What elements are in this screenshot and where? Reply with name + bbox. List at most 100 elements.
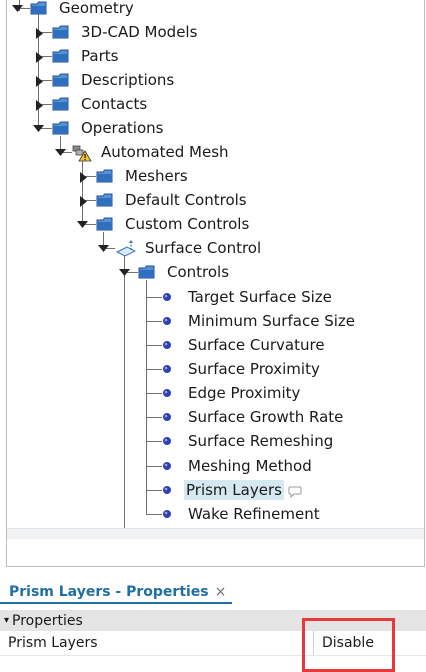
- tree-node-label: Descriptions: [81, 71, 175, 89]
- tab-underline: [0, 602, 232, 604]
- folder-icon: [96, 216, 114, 232]
- bullet-icon: [162, 482, 172, 498]
- tree-node-prism-layers[interactable]: Prism Layers: [162, 478, 302, 502]
- tree-node-surface-proximity[interactable]: Surface Proximity: [162, 357, 322, 381]
- tree-node-label: 3D-CAD Models: [81, 23, 198, 41]
- tree-node-surface-control[interactable]: Surface Control: [116, 236, 263, 260]
- tree-node-label: Surface Proximity: [188, 360, 320, 378]
- tree-node-operations[interactable]: Operations: [52, 116, 165, 140]
- tree-line: [38, 32, 52, 33]
- collapse-toggle-meshers[interactable]: [79, 172, 88, 183]
- tree-line: [146, 417, 162, 418]
- tree-node-wake-refinement[interactable]: Wake Refinement: [162, 502, 322, 526]
- bullet-icon: [162, 313, 172, 329]
- tree-line: [146, 466, 162, 467]
- tree-line: [60, 136, 61, 152]
- folder-icon: [52, 48, 70, 64]
- tree-node-surface-remeshing[interactable]: Surface Remeshing: [162, 429, 335, 453]
- expand-toggle-surface-control[interactable]: [98, 244, 109, 253]
- tree-line: [146, 321, 162, 322]
- tree-node-label: Operations: [81, 119, 164, 137]
- tree-node-default-controls[interactable]: Default Controls: [96, 188, 249, 212]
- expand-toggle-geometry[interactable]: [12, 4, 23, 13]
- expand-toggle-operations[interactable]: [33, 124, 44, 133]
- collapse-toggle-parts[interactable]: [35, 52, 44, 63]
- tree-node-geometry[interactable]: Geometry: [30, 0, 136, 20]
- folder-icon: [52, 72, 70, 88]
- tree-line: [103, 232, 104, 248]
- properties-section-label: Properties: [12, 612, 83, 629]
- collapse-toggle-contacts[interactable]: [35, 100, 44, 111]
- automated-mesh-warning-icon: [72, 144, 92, 162]
- tree-line: [82, 176, 96, 177]
- tree-border: [6, 0, 425, 567]
- bullet-icon: [162, 433, 172, 449]
- tree-line: [146, 393, 162, 394]
- expand-toggle-controls[interactable]: [119, 268, 130, 277]
- tree-node-label: Parts: [81, 47, 119, 65]
- tree-node-target-surface-size[interactable]: Target Surface Size: [162, 285, 334, 309]
- tree-node-label: Contacts: [81, 95, 148, 113]
- tree-node-surface-curvature[interactable]: Surface Curvature: [162, 333, 327, 357]
- properties-section-header[interactable]: ▾ Properties: [0, 610, 426, 631]
- bullet-icon: [162, 458, 172, 474]
- tree-line: [124, 272, 138, 273]
- tree-node-custom-controls[interactable]: Custom Controls: [96, 212, 251, 236]
- bullet-icon: [162, 337, 172, 353]
- tree-node-meshers[interactable]: Meshers: [96, 164, 190, 188]
- folder-icon: [96, 168, 114, 184]
- tree-line: [19, 8, 30, 9]
- tree-line: [38, 104, 52, 105]
- tree-node-label: Automated Mesh: [101, 143, 229, 161]
- folder-icon: [52, 24, 70, 40]
- tree-line: [124, 256, 125, 528]
- bullet-icon: [162, 361, 172, 377]
- surface-control-icon: [116, 240, 136, 257]
- tree-node-label-selected: Prism Layers: [184, 480, 284, 500]
- expand-toggle-automated-mesh[interactable]: [55, 148, 66, 157]
- tree-line: [38, 128, 52, 129]
- comment-icon[interactable]: [288, 484, 302, 499]
- properties-tab-title: Prism Layers - Properties: [9, 584, 209, 600]
- tree-node-label: Controls: [167, 263, 230, 281]
- tree-node-label: Wake Refinement: [188, 505, 320, 523]
- tree-node-meshing-method[interactable]: Meshing Method: [162, 454, 314, 478]
- expand-toggle-custom-controls[interactable]: [77, 220, 88, 229]
- bullet-icon: [162, 289, 172, 305]
- tree-line: [38, 80, 52, 81]
- tree-line: [146, 369, 162, 370]
- tree-line: [146, 297, 162, 298]
- property-row-prism-layers[interactable]: Prism Layers: [0, 631, 426, 656]
- property-value-dropdown[interactable]: Disable: [322, 635, 374, 651]
- collapse-toggle-3d-cad-models[interactable]: [35, 28, 44, 39]
- tree-node-surface-growth-rate[interactable]: Surface Growth Rate: [162, 405, 345, 429]
- tree-node-contacts[interactable]: Contacts: [52, 92, 149, 116]
- tree-node-label: Meshing Method: [188, 457, 312, 475]
- tree-node-label: Meshers: [125, 167, 188, 185]
- tree-node-automated-mesh[interactable]: Automated Mesh: [72, 140, 231, 164]
- collapse-toggle-descriptions[interactable]: [35, 76, 44, 87]
- tree-line: [82, 224, 96, 225]
- collapse-toggle-default-controls[interactable]: [79, 196, 88, 207]
- tree-node-label: Target Surface Size: [188, 288, 332, 306]
- folder-icon: [52, 96, 70, 112]
- tree-node-3d-cad-models[interactable]: 3D-CAD Models: [52, 20, 199, 44]
- tree-node-label: Default Controls: [125, 191, 247, 209]
- column-divider[interactable]: [313, 631, 314, 655]
- horizontal-scrollbar[interactable]: [7, 528, 424, 539]
- properties-panel: Prism Layers - Properties × ▾ Properties…: [0, 570, 426, 672]
- tree-line: [82, 160, 83, 224]
- annotation-highlight-box: [302, 618, 395, 672]
- close-icon[interactable]: ×: [214, 584, 227, 600]
- properties-tab[interactable]: Prism Layers - Properties ×: [9, 580, 226, 604]
- tree-line: [103, 248, 115, 249]
- tree-line: [60, 152, 72, 153]
- bullet-icon: [162, 409, 172, 425]
- tree-node-controls[interactable]: Controls: [138, 260, 231, 284]
- tree-node-edge-proximity[interactable]: Edge Proximity: [162, 381, 302, 405]
- chevron-down-icon[interactable]: ▾: [4, 615, 10, 626]
- tree-node-descriptions[interactable]: Descriptions: [52, 68, 176, 92]
- tree-node-minimum-surface-size[interactable]: Minimum Surface Size: [162, 309, 357, 333]
- tree-node-label: Geometry: [59, 0, 134, 17]
- tree-node-parts[interactable]: Parts: [52, 44, 120, 68]
